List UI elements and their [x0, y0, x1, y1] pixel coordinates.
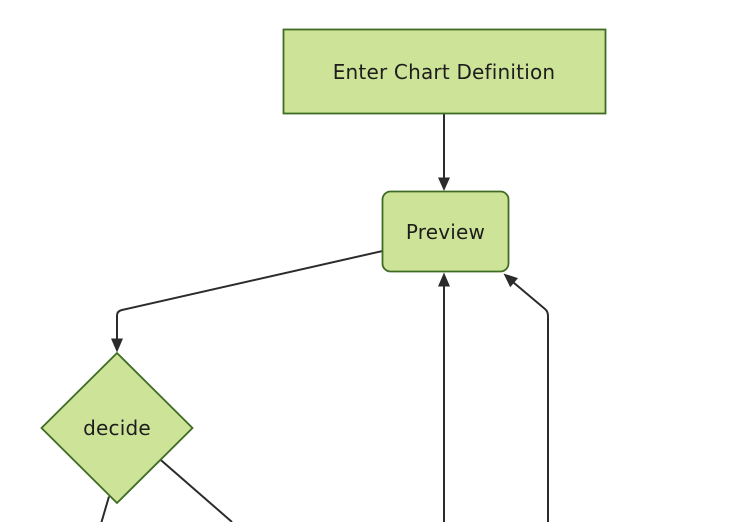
node-enter-chart-definition-shape — [282, 28, 607, 115]
edge-preview-to-decide — [116, 250, 383, 339]
arrowhead-bottom-to-preview — [438, 272, 450, 287]
edge-decide-to-offscreen-right — [157, 457, 233, 522]
edge-bottom-right-to-preview — [512, 281, 549, 522]
edge-decide-to-offscreen-left — [100, 496, 110, 522]
arrowhead-bottom-right-to-preview — [503, 273, 518, 288]
node-preview-shape — [381, 190, 510, 273]
node-decide-shape — [40, 351, 194, 505]
arrowhead-enter-to-preview — [438, 177, 450, 191]
arrowhead-preview-to-decide — [111, 338, 123, 353]
